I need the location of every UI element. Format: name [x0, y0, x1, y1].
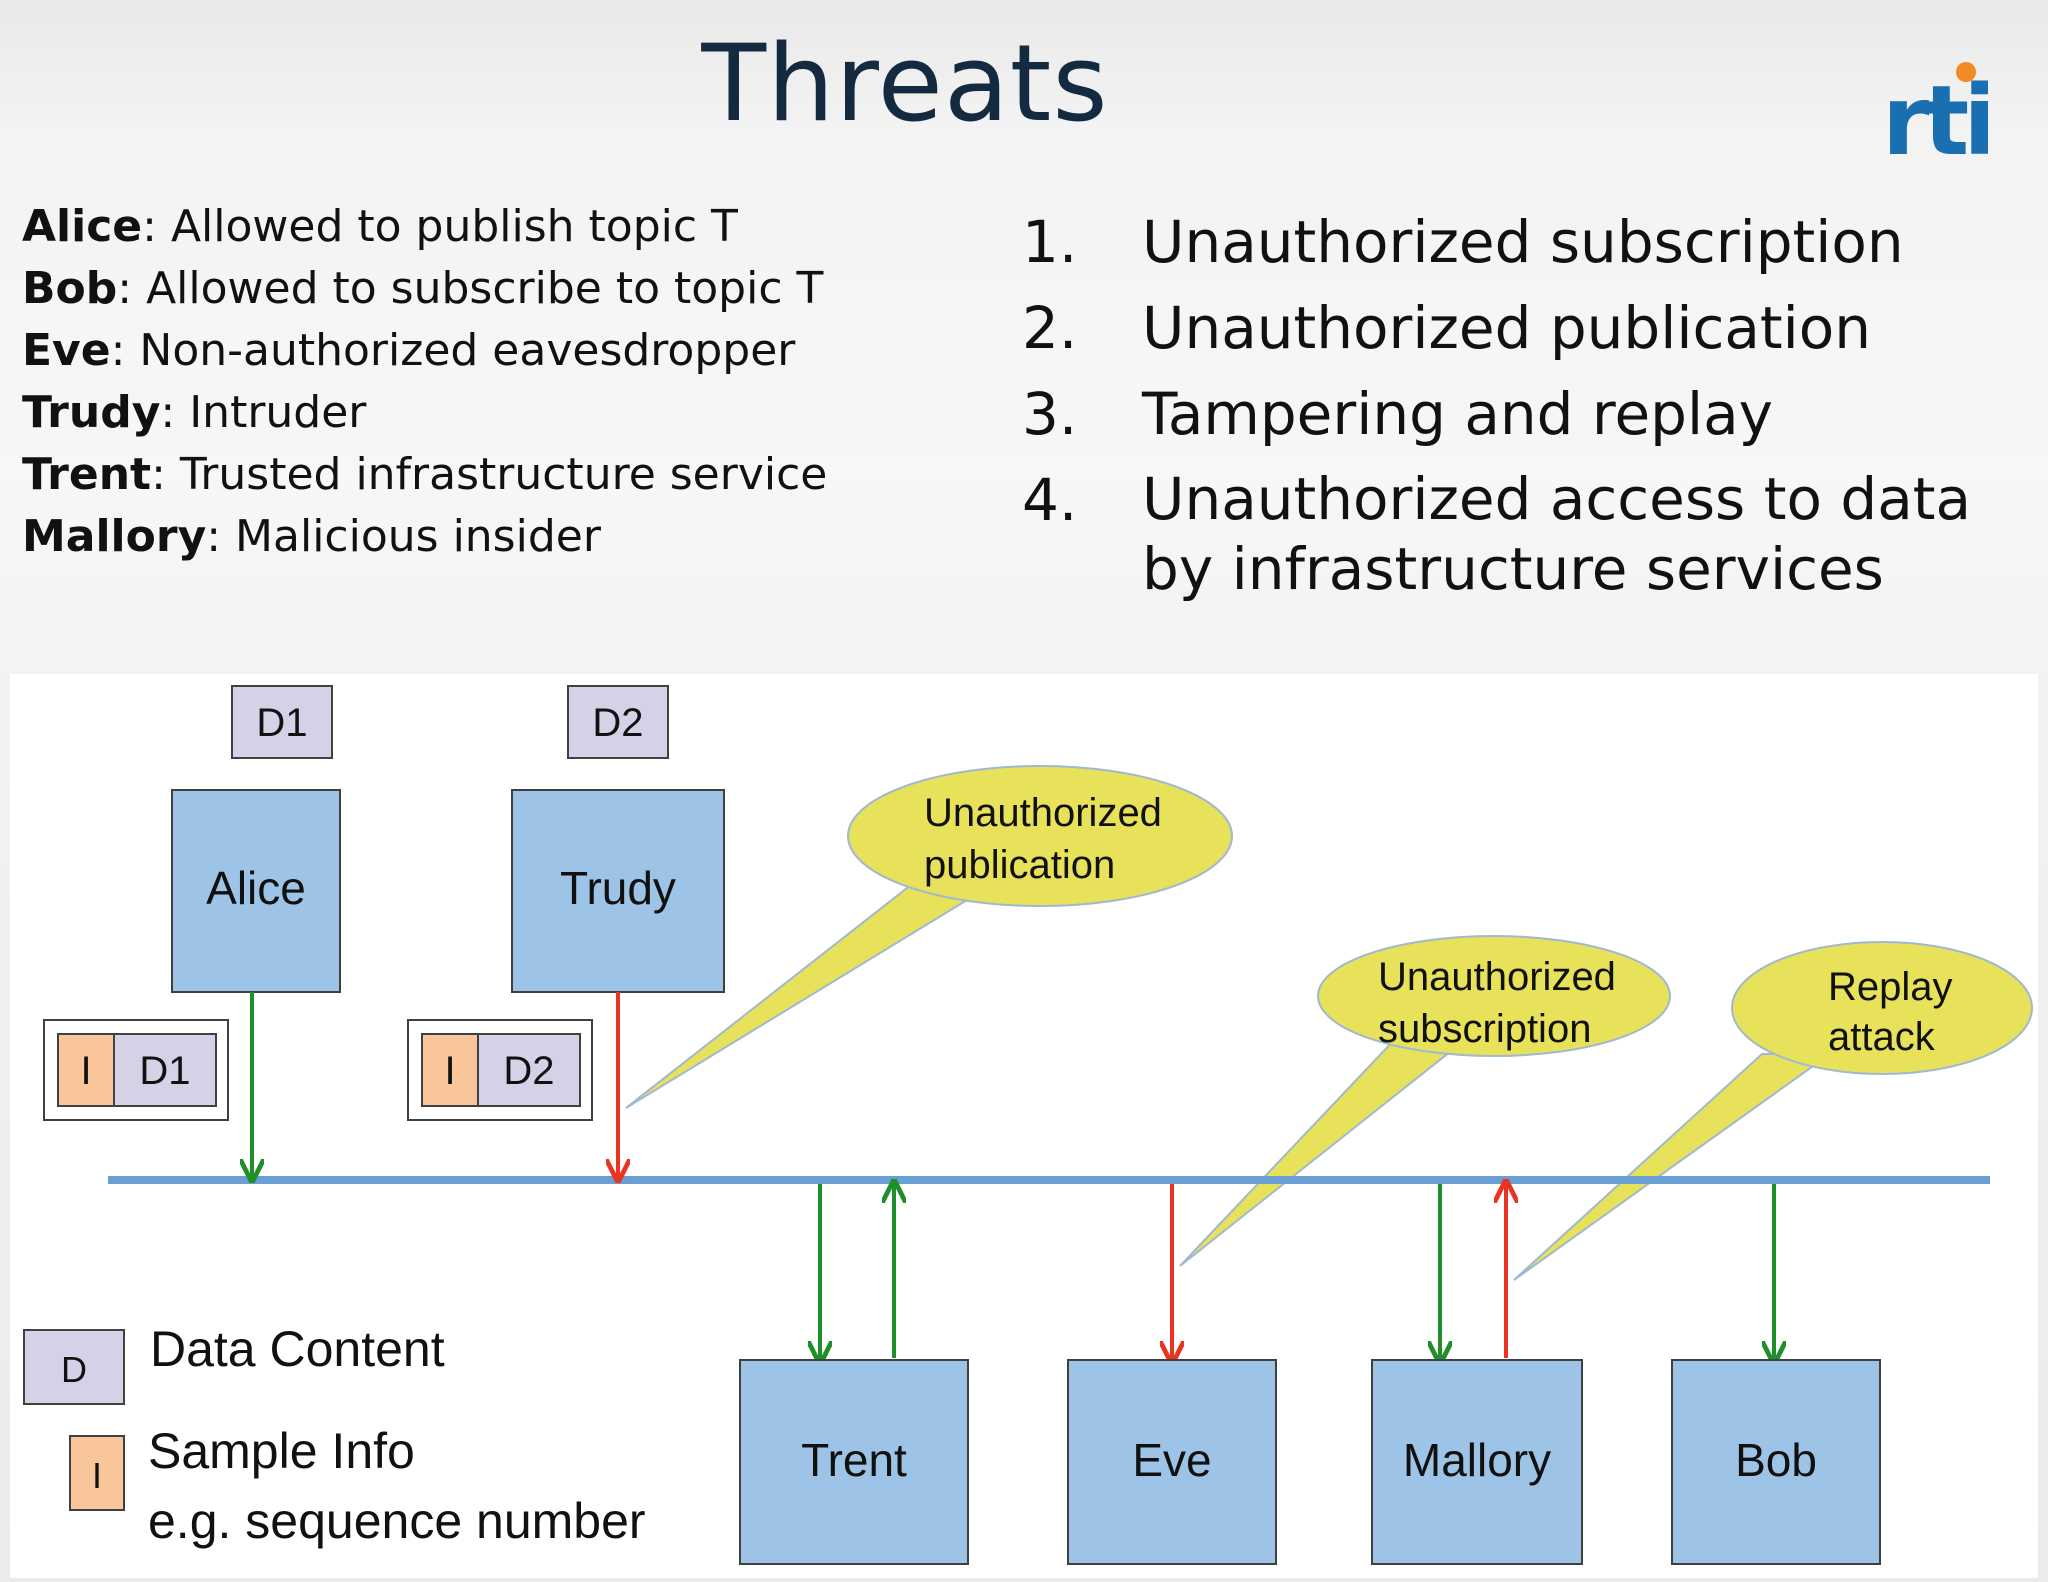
- rti-logo: rti: [1882, 62, 1988, 166]
- node-label: Eve: [1132, 1434, 1211, 1486]
- legend-info-sublabel: e.g. sequence number: [148, 1493, 646, 1549]
- role-bob: Bob: Allowed to subscribe to topic T: [22, 258, 982, 320]
- callout-line-1: Unauthorized: [1378, 955, 1616, 999]
- callout-tail: [1513, 1053, 1834, 1281]
- node-trudy: Trudy: [511, 789, 725, 993]
- role-name: Alice: [22, 201, 143, 252]
- node-bob: Bob: [1671, 1359, 1881, 1565]
- role-desc: : Allowed to publish topic T: [142, 201, 738, 252]
- threat-text: Unauthorized publication: [1142, 294, 1871, 362]
- threat-text-continued: by infrastructure services: [1142, 535, 1884, 603]
- threat-text: Unauthorized access to data: [1142, 465, 1972, 533]
- node-trent: Trent: [739, 1359, 969, 1565]
- sample-info-label: I: [80, 1049, 91, 1093]
- node-eve: Eve: [1067, 1359, 1277, 1565]
- sample-info-label: I: [444, 1049, 455, 1093]
- role-list: Alice: Allowed to publish topic T Bob: A…: [22, 196, 982, 568]
- callout-line-2: subscription: [1378, 1007, 1591, 1051]
- role-desc: : Non-authorized eavesdropper: [110, 325, 796, 376]
- role-desc: : Intruder: [160, 387, 367, 438]
- callout-unauthorized-subscription: Unauthorized subscription: [1179, 935, 1671, 1267]
- callout-line-1: Replay: [1828, 965, 1953, 1009]
- node-alice: Alice: [171, 789, 341, 993]
- role-trudy: Trudy: Intruder: [22, 382, 982, 444]
- role-name: Trudy: [22, 387, 161, 438]
- legend-info-label: Sample Info: [148, 1423, 415, 1479]
- callout-line-2: publication: [924, 843, 1115, 887]
- callout-tail: [1179, 1036, 1463, 1267]
- role-eve: Eve: Non-authorized eavesdropper: [22, 320, 982, 382]
- callout-bubble: [1731, 941, 2033, 1075]
- role-mallory: Mallory: Malicious insider: [22, 506, 982, 568]
- diagram-canvas: Unauthorized publication Unauthorized su…: [23, 685, 2033, 1565]
- data-tag-d1: D1: [231, 685, 333, 759]
- sample-alice: I D1: [43, 1019, 229, 1121]
- rti-logo-dot: [1956, 62, 1976, 82]
- threat-item: 3. Tampering and replay: [1022, 378, 2032, 450]
- role-trent: Trent: Trusted infrastructure service: [22, 444, 982, 506]
- role-desc: : Malicious insider: [206, 511, 601, 562]
- role-name: Bob: [22, 263, 118, 314]
- callout-bubble: [1317, 935, 1671, 1057]
- legend-data-swatch: [23, 1329, 125, 1405]
- threat-number: 4.: [1022, 466, 1078, 534]
- node-label: Bob: [1735, 1434, 1817, 1486]
- threat-diagram: Unauthorized publication Unauthorized su…: [10, 674, 2038, 1578]
- callout-line-2: attack: [1828, 1015, 1936, 1059]
- threat-text: Tampering and replay: [1142, 380, 1773, 448]
- node-label: Mallory: [1403, 1434, 1551, 1486]
- threat-text: Unauthorized subscription: [1142, 208, 1904, 276]
- threat-number: 2.: [1022, 294, 1078, 362]
- role-desc: : Trusted infrastructure service: [151, 449, 828, 500]
- node-label: Alice: [206, 862, 306, 914]
- rti-logo-text: rti: [1882, 65, 1988, 166]
- node-label: Trent: [801, 1434, 907, 1486]
- sample-trudy: I D2: [407, 1019, 593, 1121]
- role-name: Mallory: [22, 511, 207, 562]
- role-name: Eve: [22, 325, 111, 376]
- data-tag-label: D1: [256, 701, 307, 745]
- sample-data-label: D1: [139, 1049, 190, 1093]
- callout-line-1: Unauthorized: [924, 791, 1162, 835]
- sample-data-label: D2: [503, 1049, 554, 1093]
- threat-item: 4. Unauthorized access to data by infras…: [1022, 464, 2032, 604]
- role-desc: : Allowed to subscribe to topic T: [117, 263, 824, 314]
- legend-data-label: Data Content: [150, 1321, 445, 1377]
- threat-item: 1. Unauthorized subscription: [1022, 206, 2032, 278]
- threat-item: 2. Unauthorized publication: [1022, 292, 2032, 364]
- callout-bubble: [847, 765, 1233, 907]
- data-tag-label: D2: [592, 701, 643, 745]
- node-mallory: Mallory: [1371, 1359, 1583, 1565]
- legend: D Data Content I Sample Info e.g. sequen…: [23, 1321, 646, 1549]
- role-alice: Alice: Allowed to publish topic T: [22, 196, 982, 258]
- threat-number: 1.: [1022, 208, 1078, 276]
- callout-unauthorized-publication: Unauthorized publication: [625, 765, 1233, 1109]
- legend-info-swatch: [69, 1435, 125, 1511]
- node-label: Trudy: [560, 862, 676, 914]
- legend-data-glyph: D: [61, 1349, 87, 1390]
- role-name: Trent: [22, 449, 152, 500]
- data-tag-d2: D2: [567, 685, 669, 759]
- threat-number: 3.: [1022, 380, 1078, 448]
- callout-replay-attack: Replay attack: [1513, 941, 2033, 1281]
- legend-info-glyph: I: [92, 1455, 102, 1496]
- threat-list: 1. Unauthorized subscription 2. Unauthor…: [1022, 206, 2032, 618]
- slide-title: Threats: [701, 22, 1109, 145]
